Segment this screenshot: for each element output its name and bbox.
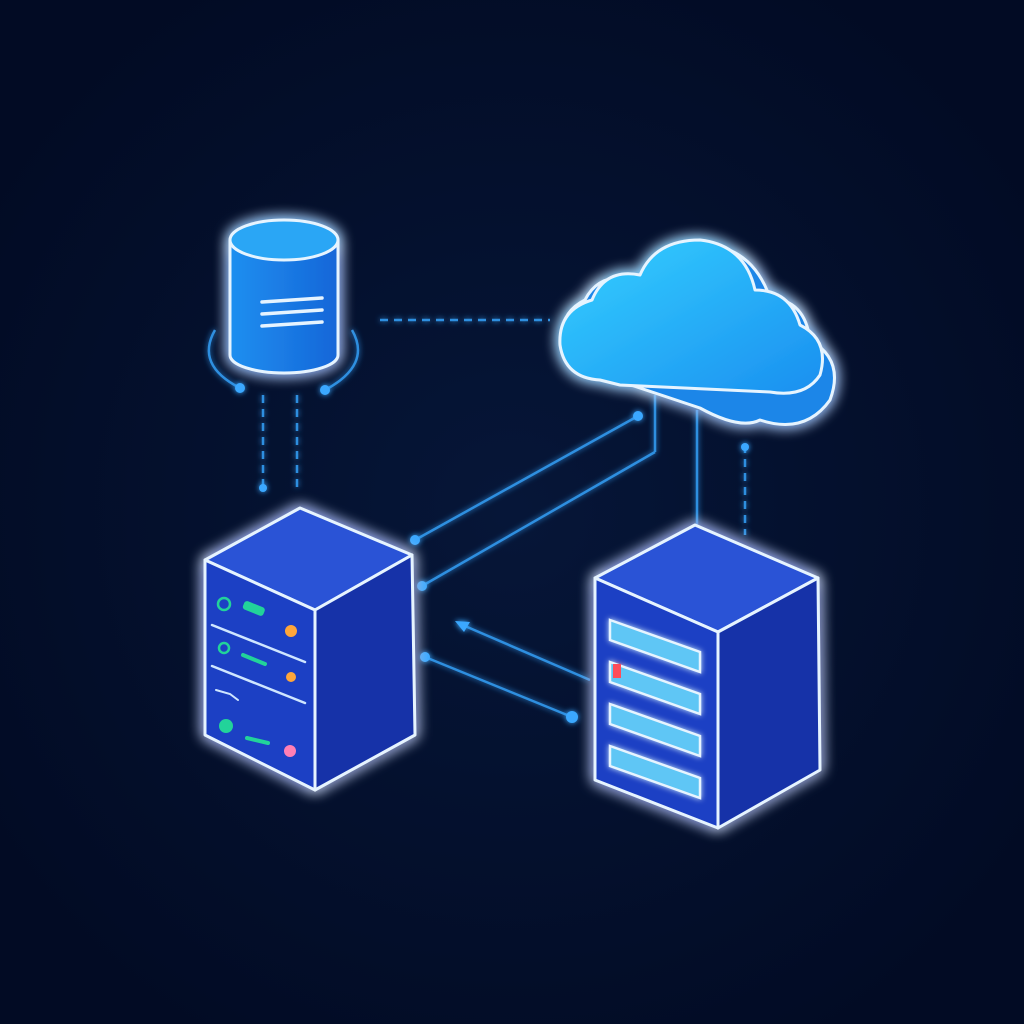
server-left-panel xyxy=(210,596,307,757)
arrowhead-dot xyxy=(420,652,430,662)
arrowhead-dot xyxy=(410,535,420,545)
arrowhead-dot xyxy=(741,443,749,451)
arrowhead-dot xyxy=(417,581,427,591)
status-led-red xyxy=(613,664,621,678)
left-right-arrow xyxy=(424,655,573,719)
database-lines xyxy=(260,296,324,328)
slot-divider xyxy=(210,664,307,705)
server-left xyxy=(203,506,417,792)
server-right-drives xyxy=(608,618,702,800)
arrowhead-dot xyxy=(633,411,643,421)
arrowheads xyxy=(235,383,749,723)
drive-bay xyxy=(608,702,702,758)
database-icon xyxy=(228,218,340,375)
arrowhead-dot xyxy=(259,484,267,492)
status-bar-green xyxy=(242,601,265,616)
status-led-pink xyxy=(284,745,296,757)
status-led-orange xyxy=(286,672,296,682)
circular-arrow-right xyxy=(324,329,360,392)
right-left-arrow xyxy=(457,621,591,682)
drive-bay xyxy=(608,660,702,716)
cloud-icon xyxy=(558,238,836,426)
server-cloud-arrow xyxy=(414,414,639,542)
status-led-orange xyxy=(285,625,297,637)
status-led-green xyxy=(219,719,233,733)
status-led-green xyxy=(216,596,232,612)
arrowhead-dot xyxy=(566,711,578,723)
arrowhead-dot xyxy=(235,383,245,393)
drive-bay xyxy=(608,618,702,674)
status-led-green xyxy=(217,641,231,655)
circular-arrow-left xyxy=(207,329,241,390)
arrowhead xyxy=(455,621,470,632)
arrowhead-dot xyxy=(320,385,330,395)
drive-bay xyxy=(608,744,702,800)
slot-handle xyxy=(215,689,239,701)
cloud-server-arrow xyxy=(421,450,656,588)
status-bar-green xyxy=(245,736,270,745)
status-bar-green xyxy=(241,653,267,666)
connectors xyxy=(207,318,747,719)
slot-divider xyxy=(210,623,307,664)
